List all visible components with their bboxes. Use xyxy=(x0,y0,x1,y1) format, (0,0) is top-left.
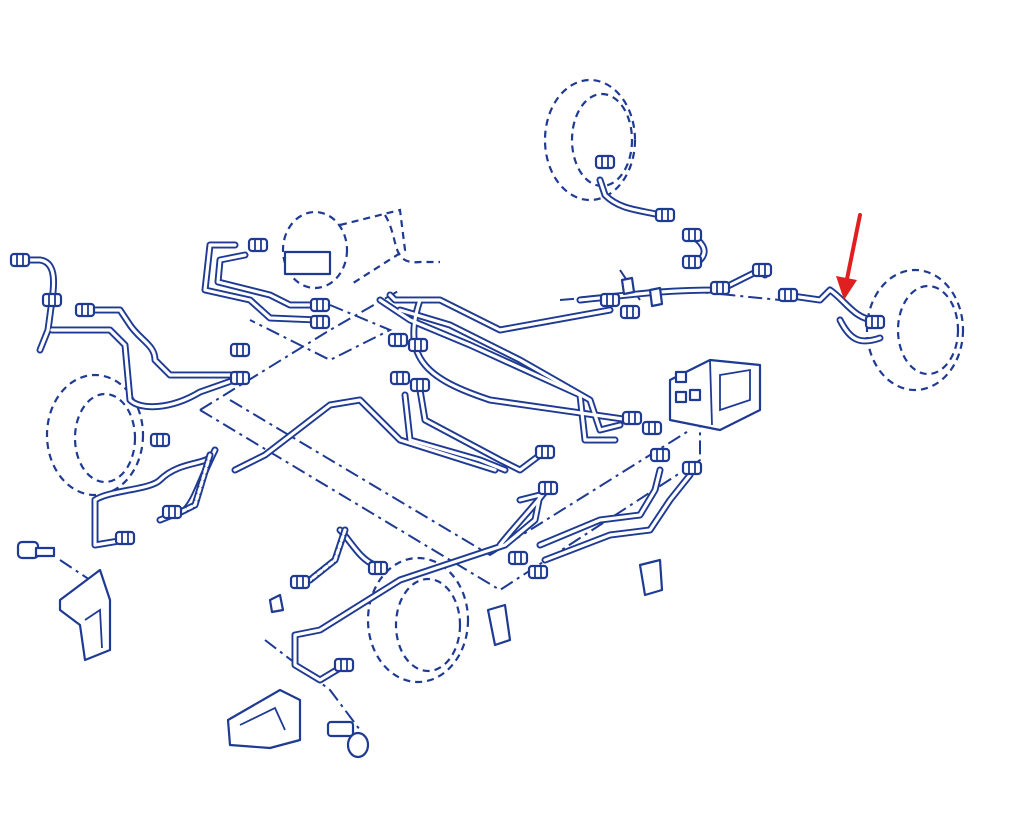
brake-pipe-network xyxy=(11,176,884,684)
red-arrow-icon xyxy=(836,213,862,300)
brake-servo xyxy=(281,208,440,290)
wheel-rear-right-top xyxy=(543,78,637,202)
valve-block xyxy=(668,358,762,432)
bracket-front-left xyxy=(58,568,112,662)
bracket-front-right xyxy=(226,688,302,750)
clip-right xyxy=(638,558,664,597)
mounting-parts xyxy=(16,276,664,759)
clip-center xyxy=(486,603,512,647)
bolt-front-right xyxy=(326,720,370,759)
wheel-rear-right xyxy=(865,268,965,392)
wheel-front-right xyxy=(366,556,470,684)
wheel-front-left xyxy=(45,373,145,497)
bolt-front-left xyxy=(16,540,56,560)
